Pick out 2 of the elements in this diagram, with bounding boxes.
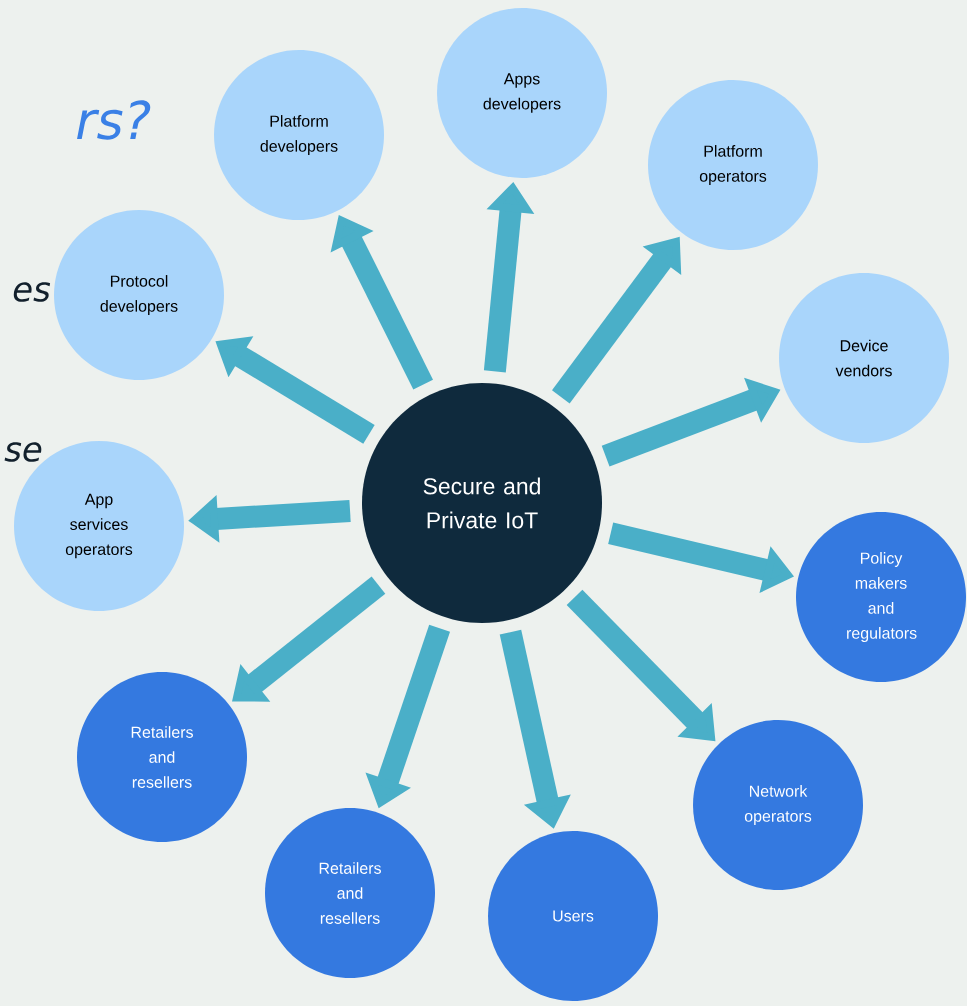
block-arrow (232, 576, 386, 702)
slide-text: rs? (77, 100, 151, 140)
